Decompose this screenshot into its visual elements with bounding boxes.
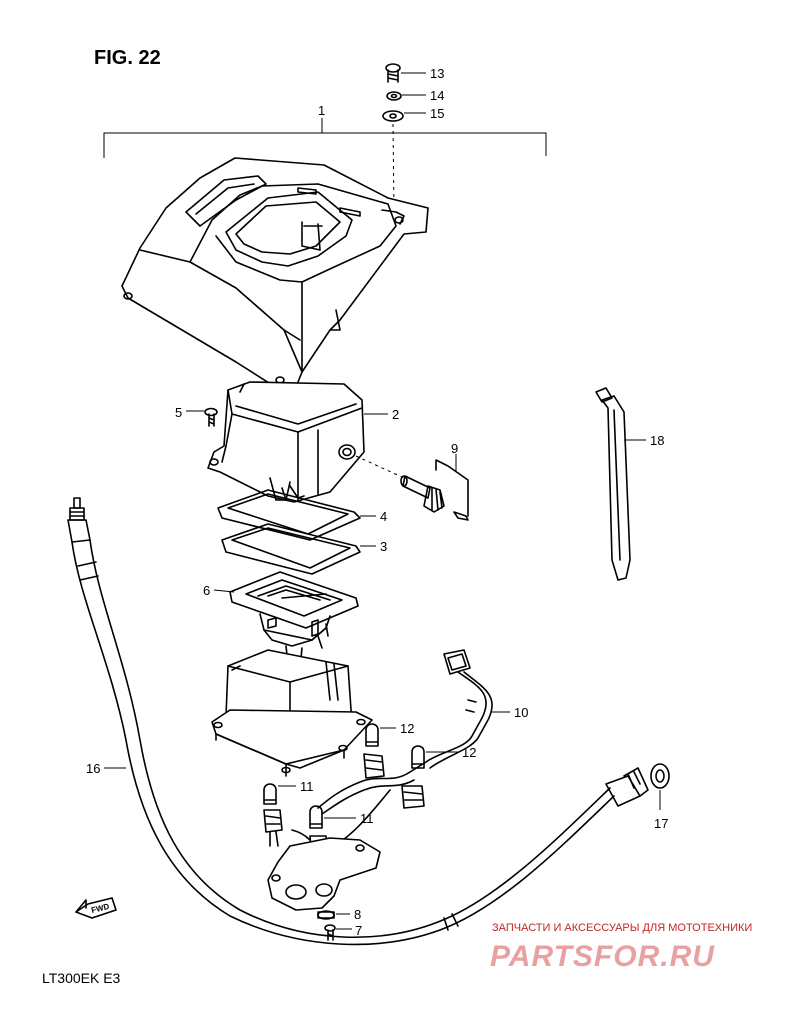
part-6-meter-movement (213, 571, 359, 669)
label-part-11-b: 11 (360, 811, 374, 826)
assembly-bracket (103, 118, 547, 158)
part-17-grommet (650, 763, 670, 810)
part-4-gasket (217, 489, 376, 541)
part-1-cover (121, 157, 429, 393)
label-part-4: 4 (380, 509, 387, 524)
lower-case (211, 649, 373, 777)
label-part-12-b: 12 (462, 745, 476, 760)
label-part-13: 13 (430, 66, 444, 81)
label-part-7: 7 (355, 923, 362, 938)
part-10-wiring-harness (263, 649, 510, 861)
part-12-bulb-a (365, 723, 396, 747)
part-2-case (207, 381, 388, 503)
part-5-screw (186, 407, 218, 427)
label-part-11-a: 11 (300, 779, 314, 794)
label-part-6: 6 (203, 583, 210, 598)
label-part-5: 5 (175, 405, 182, 420)
label-part-10: 10 (514, 705, 528, 720)
label-part-8: 8 (354, 907, 361, 922)
fwd-arrow-badge: FWD (75, 897, 117, 919)
label-part-17: 17 (654, 816, 668, 831)
label-part-3: 3 (380, 539, 387, 554)
model-code: LT300EK E3 (42, 970, 121, 986)
part-13-screw (385, 63, 426, 83)
part-11-bulb-b (309, 805, 356, 829)
part-14-nut (386, 91, 426, 101)
part-18-cable-tie (595, 387, 646, 581)
part-15-washer (382, 110, 426, 122)
watermark-brand: PARTSFOR.RU (490, 940, 715, 973)
part-8-plate (267, 837, 381, 920)
fastener-axis (392, 123, 395, 213)
label-part-14: 14 (430, 88, 444, 103)
part-9-reset-knob (355, 454, 469, 521)
label-part-18: 18 (650, 433, 664, 448)
label-part-16: 16 (86, 761, 100, 776)
label-part-2: 2 (392, 407, 399, 422)
label-part-1: 1 (318, 103, 325, 118)
label-part-15: 15 (430, 106, 444, 121)
part-3-seal (221, 523, 376, 575)
label-part-12-a: 12 (400, 721, 414, 736)
part-11-bulb-a (263, 783, 296, 805)
figure-title: FIG. 22 (94, 47, 161, 69)
part-16-speedometer-cable (67, 497, 649, 946)
part-7-screw (324, 924, 352, 941)
label-part-9: 9 (451, 441, 458, 456)
fwd-label: FWD (90, 902, 110, 915)
watermark-tagline: ЗАПЧАСТИ И АКСЕССУАРЫ ДЛЯ МОТОТЕХНИКИ (492, 922, 752, 934)
